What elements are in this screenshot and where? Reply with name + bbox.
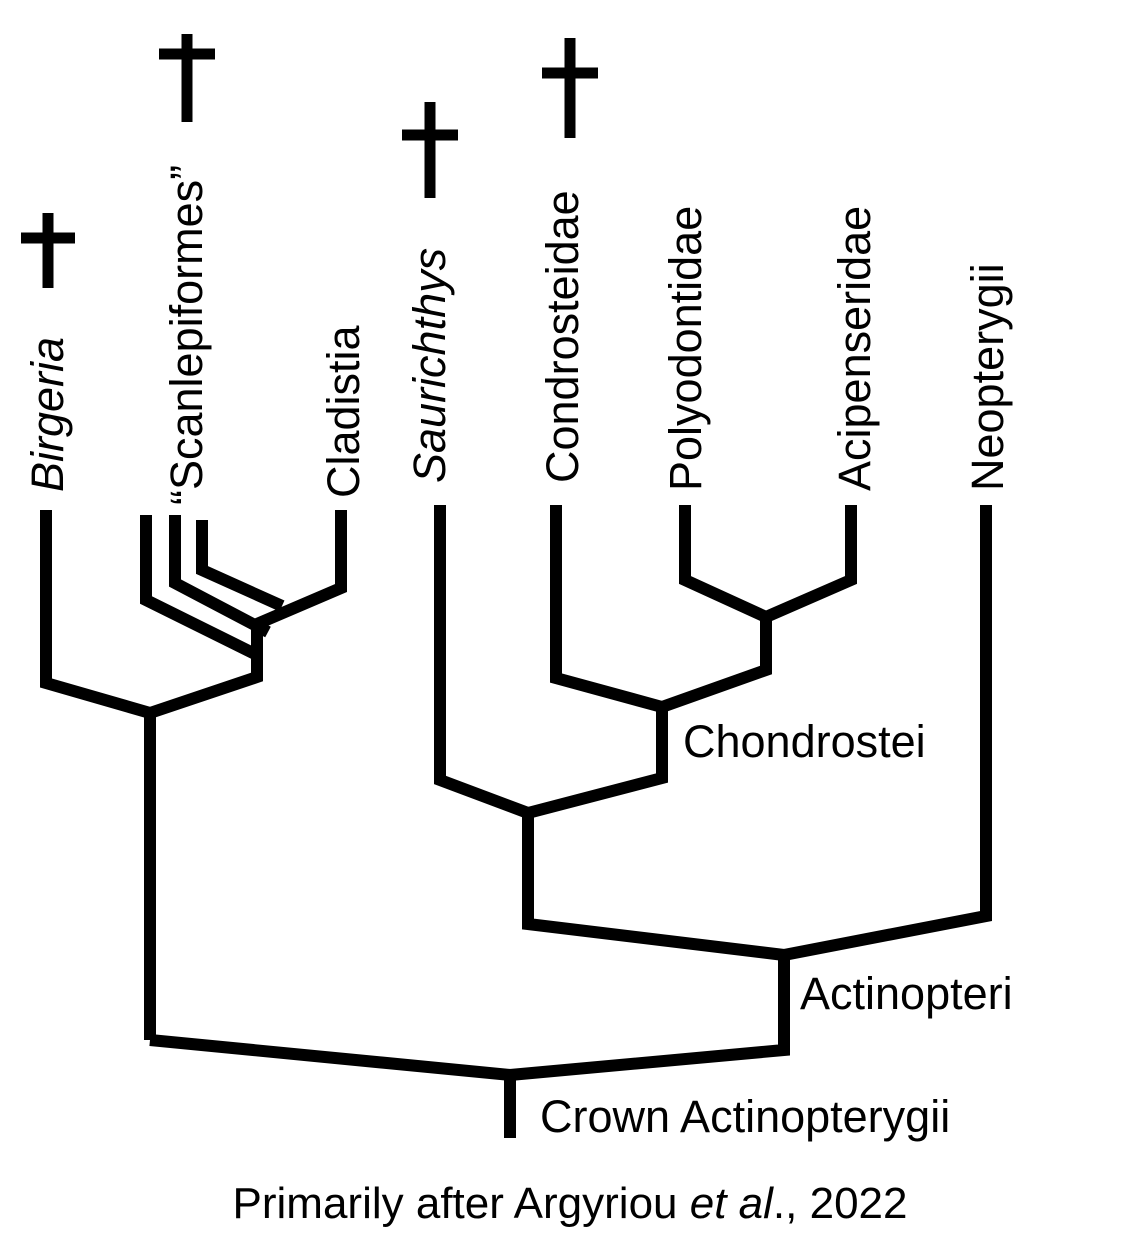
branch-left-to-root (149, 1034, 511, 1081)
branch-chondrostei-stem (526, 707, 668, 819)
dagger-icon (159, 34, 215, 122)
branch-birgeria (40, 510, 152, 719)
taxon-label-scanlepiformes: “Scanlepiformes” (161, 165, 212, 505)
clade-label-crown-actinopterygii: Crown Actinopterygii (540, 1091, 950, 1142)
branch-scanlepiformes-b (169, 515, 271, 638)
branch-condrosteidae (550, 505, 664, 713)
taxon-label-birgeria: Birgeria (22, 337, 73, 492)
branch-polyodontidae (679, 505, 769, 623)
branch-acipenseridae (763, 505, 857, 623)
figure-caption: Primarily after Argyriou et al., 2022 (233, 1179, 908, 1228)
branch-neopterygii (782, 505, 992, 961)
taxon-label-polyodontidae: Polyodontidae (660, 206, 711, 491)
taxon-label-acipenseridae: Acipenseridae (829, 206, 880, 491)
branch-cladistia (148, 510, 347, 719)
clade-labels: Chondrostei Actinopteri Crown Actinopter… (540, 716, 1013, 1142)
branch-saurichthys (434, 505, 531, 819)
extinct-markers (21, 34, 598, 288)
clade-label-actinopteri: Actinopteri (800, 968, 1013, 1019)
taxon-label-condrosteidae: Condrosteidae (537, 190, 588, 483)
taxon-labels: Birgeria “Scanlepiformes” Cladistia Saur… (22, 165, 1013, 505)
dagger-icon (402, 102, 458, 198)
dagger-icon (21, 213, 75, 288)
dagger-icon (542, 38, 598, 138)
caption-prefix: Primarily after Argyriou (233, 1179, 690, 1228)
branch-scanlepiformes-c (196, 520, 285, 612)
taxon-label-neopterygii: Neopterygii (962, 263, 1013, 491)
branch-polyodontidae-acipenseridae-stem (659, 617, 772, 713)
tree-branches (40, 505, 992, 1138)
caption-italic: et al (690, 1179, 774, 1228)
caption-suffix: ., 2022 (773, 1179, 908, 1228)
taxon-label-cladistia: Cladistia (318, 324, 369, 498)
clade-label-chondrostei: Chondrostei (683, 716, 926, 767)
taxon-label-saurichthys: Saurichthys (404, 248, 455, 483)
branch-saurichthys-chondrostei-stem (522, 813, 785, 961)
branch-actinopteri-stem (509, 955, 790, 1081)
